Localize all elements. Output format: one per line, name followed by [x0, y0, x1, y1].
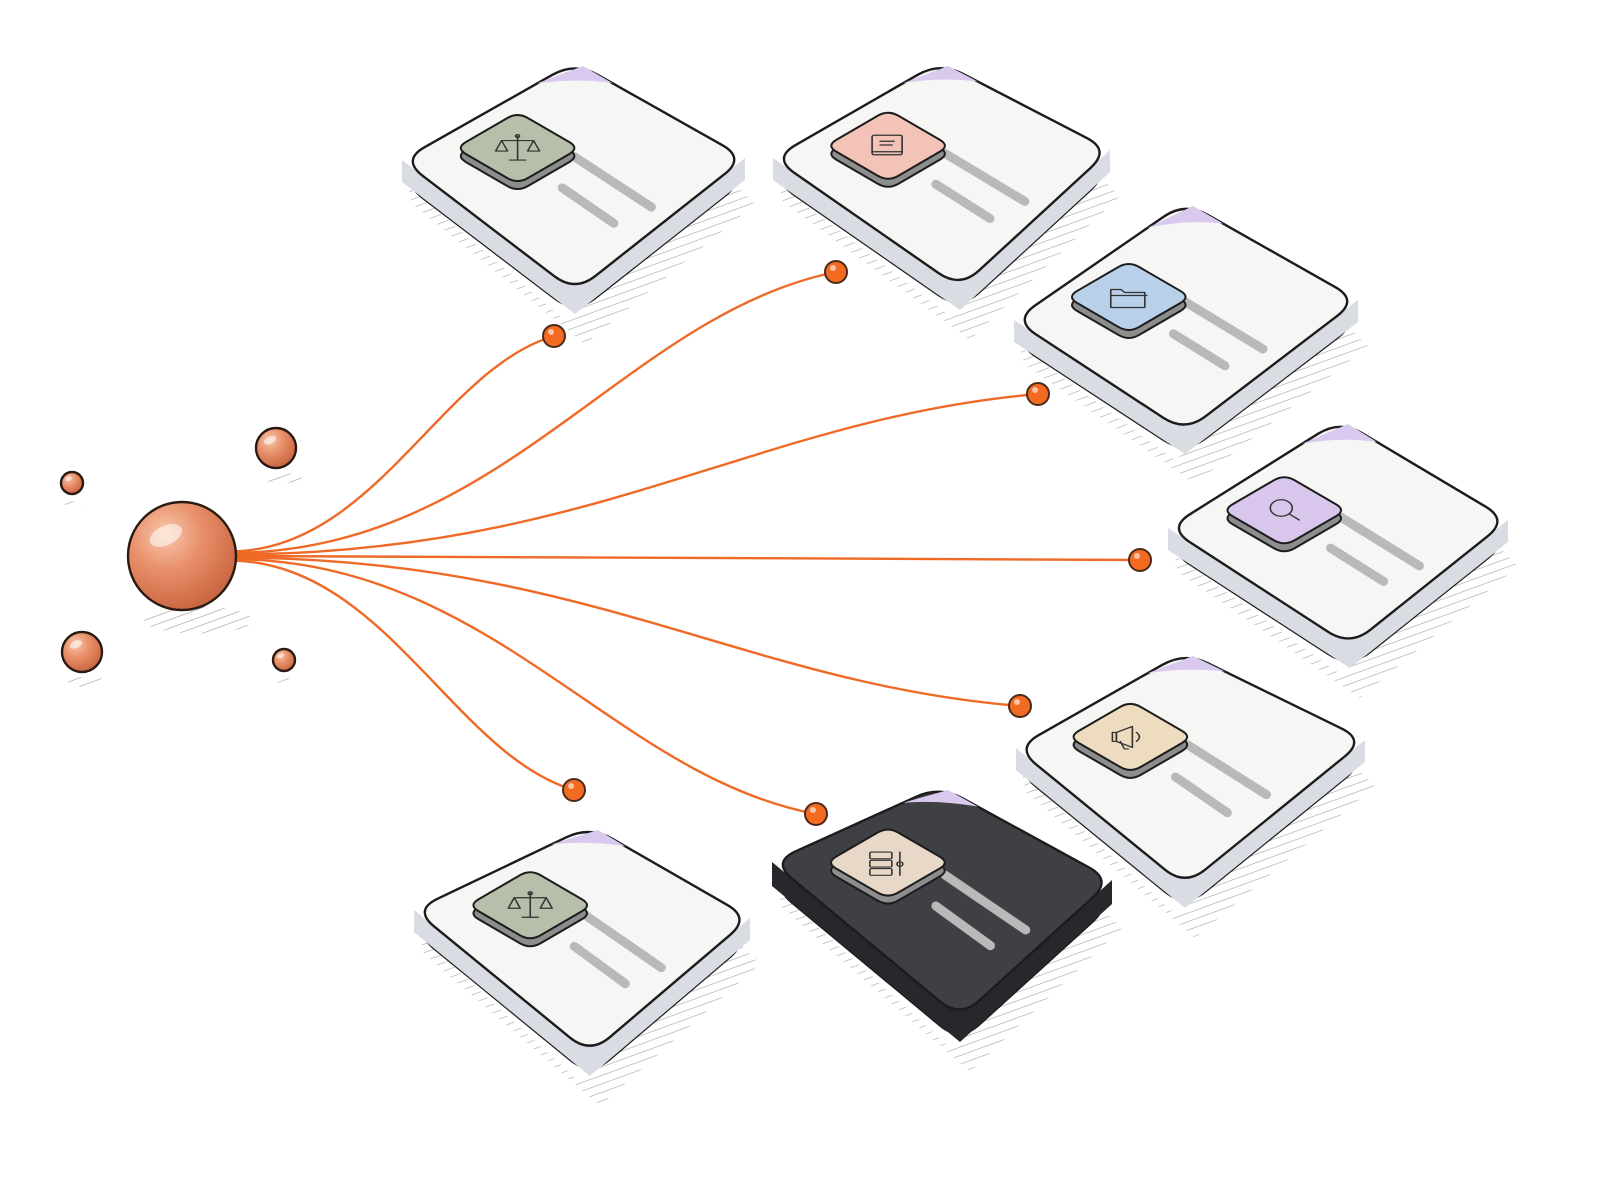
- card-edge: [773, 150, 1110, 310]
- card-text-line: [931, 901, 995, 951]
- connector-lines: [229, 270, 1141, 816]
- card-shadow: [420, 936, 760, 1106]
- sphere-highlight: [277, 653, 284, 659]
- scales-icon: [507, 891, 554, 918]
- endpoint-highlight: [1014, 699, 1020, 705]
- hub-sphere: [126, 500, 238, 612]
- card-tab: [536, 66, 613, 84]
- folder-icon: [1109, 288, 1148, 309]
- card-text-line: [1326, 543, 1389, 586]
- connector-line: [229, 554, 1141, 562]
- connector-endpoint: [1008, 694, 1032, 718]
- card-edge: [1168, 520, 1508, 668]
- megaphone-icon: [1111, 725, 1141, 750]
- card-face: [1177, 425, 1499, 640]
- connector-line: [229, 334, 555, 553]
- card-text-line: [1168, 329, 1230, 371]
- card-server[interactable]: [772, 790, 1122, 1072]
- endpoint-highlight: [1032, 387, 1038, 393]
- card-folder[interactable]: [1014, 206, 1368, 484]
- card-tab: [1302, 424, 1377, 444]
- card-text-line: [1180, 297, 1268, 354]
- sphere-shadow: [64, 501, 87, 507]
- card-tab: [1147, 656, 1225, 674]
- card-book[interactable]: [773, 66, 1120, 340]
- sphere-shadow: [262, 473, 302, 483]
- card-search[interactable]: [1168, 424, 1518, 698]
- icon-tile: [830, 828, 946, 897]
- card-text-line: [1170, 772, 1232, 818]
- card-edge: [414, 910, 750, 1076]
- card-face: [1023, 207, 1349, 426]
- connector-endpoint: [824, 260, 848, 284]
- card-tab: [551, 830, 626, 847]
- card-tab: [903, 66, 978, 84]
- hub-cluster: [59, 426, 302, 687]
- connector-endpoint: [562, 778, 586, 802]
- connector-endpoint: [1026, 382, 1050, 406]
- connector-line: [229, 556, 1021, 708]
- card-edge: [1016, 740, 1365, 908]
- sphere-highlight: [264, 436, 276, 445]
- card-edge: [772, 862, 1112, 1042]
- card-legal-top[interactable]: [402, 66, 755, 344]
- card-text-line: [569, 941, 630, 989]
- card-face: [411, 67, 736, 286]
- sphere-highlight: [149, 524, 182, 547]
- card-text-line: [940, 870, 1031, 935]
- endpoint-highlight: [568, 783, 574, 789]
- card-face: [782, 67, 1101, 282]
- endpoint-highlight: [830, 265, 836, 271]
- card-text-line: [1336, 512, 1424, 571]
- sphere-shadow: [68, 677, 108, 687]
- connector-line: [229, 559, 575, 792]
- magnifier-icon: [1269, 499, 1301, 521]
- icon-tile: [1072, 702, 1189, 771]
- card-edge: [1014, 300, 1358, 454]
- connector-endpoint: [542, 324, 566, 348]
- card-megaphone[interactable]: [1016, 656, 1375, 938]
- sphere-highlight: [65, 476, 72, 482]
- card-text-line: [940, 148, 1030, 206]
- satellite-sphere: [60, 630, 104, 674]
- book-icon: [871, 134, 903, 156]
- connector-endpoints: [542, 260, 1152, 826]
- endpoint-highlight: [548, 329, 554, 335]
- card-text-line: [1183, 740, 1271, 800]
- icon-tile: [1070, 262, 1187, 331]
- card-text-line: [581, 911, 666, 973]
- icon-tile: [1226, 476, 1343, 545]
- scales-icon: [494, 133, 541, 161]
- card-text-line: [557, 183, 619, 228]
- icon-tile: [830, 111, 946, 180]
- endpoint-highlight: [810, 807, 816, 813]
- connector-line: [229, 270, 837, 555]
- card-legal-bottom[interactable]: [414, 830, 760, 1106]
- satellite-sphere: [59, 470, 85, 496]
- sphere-shadow: [144, 606, 253, 634]
- connector-endpoint: [1128, 548, 1152, 572]
- sphere-shadow: [276, 678, 299, 684]
- satellite-sphere: [254, 426, 298, 470]
- endpoint-highlight: [1134, 553, 1140, 559]
- server-icon: [869, 851, 904, 876]
- card-tab: [903, 790, 978, 807]
- connector-line: [229, 557, 817, 816]
- card-text-line: [931, 179, 995, 223]
- satellite-sphere: [271, 647, 297, 673]
- card-group: [402, 66, 1518, 1106]
- connector-line: [229, 392, 1039, 556]
- connector-endpoint: [804, 802, 828, 826]
- card-text-line: [569, 152, 656, 212]
- card-shadow: [778, 890, 1122, 1072]
- sphere-highlight: [70, 640, 82, 649]
- card-tab: [1147, 206, 1224, 228]
